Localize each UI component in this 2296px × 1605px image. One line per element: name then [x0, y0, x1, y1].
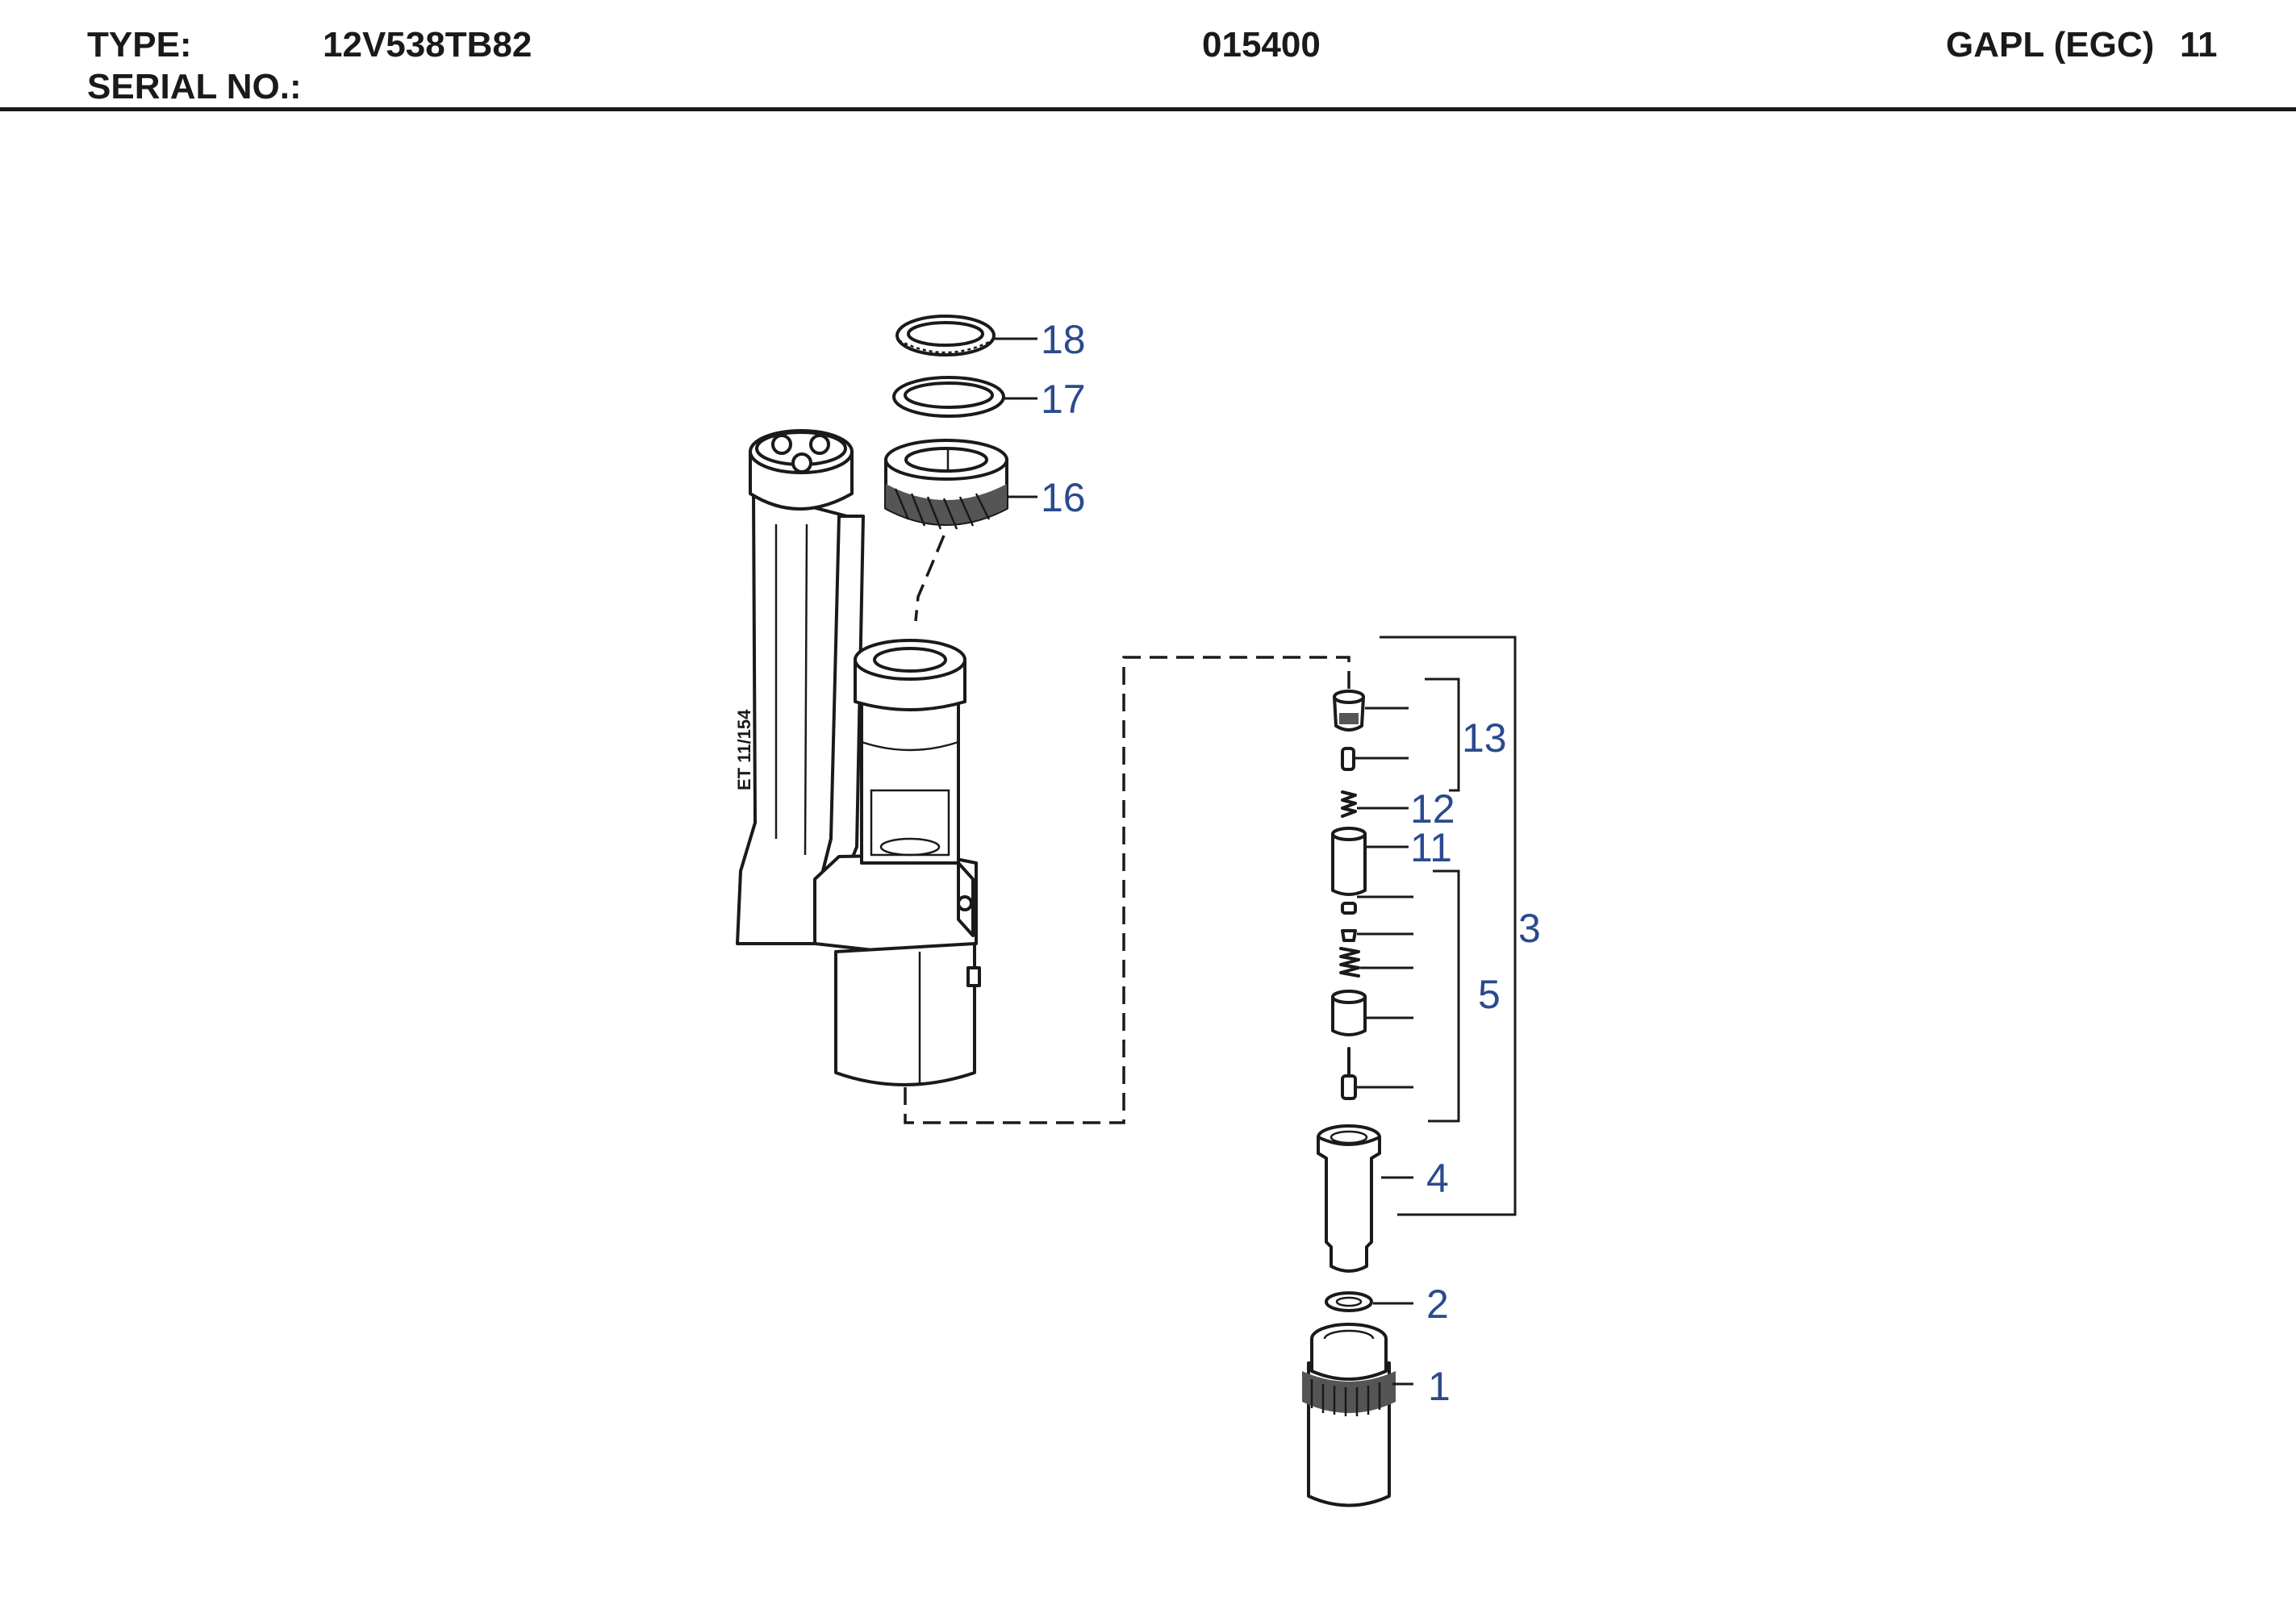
part-5-valve-assembly — [1331, 902, 1367, 1100]
part-1-toothed-sleeve — [1302, 1323, 1396, 1507]
callout-3: 3 — [1518, 906, 1541, 951]
part-11-sleeve — [1331, 827, 1367, 896]
callout-12: 12 — [1410, 786, 1455, 832]
assembly-path-dashed — [904, 656, 1350, 1124]
leader-lines — [994, 337, 1413, 1386]
part-13-valve-pin — [1341, 747, 1355, 771]
callout-2: 2 — [1426, 1282, 1449, 1327]
type-label: TYPE: — [87, 25, 192, 65]
group-name: GAPL (EGC) — [1946, 25, 2155, 65]
callout-5: 5 — [1478, 972, 1501, 1017]
part-2-washer — [1325, 1291, 1373, 1312]
callout-16: 16 — [1041, 475, 1086, 520]
reference-code: ET 11/154 — [734, 709, 754, 790]
callout-18: 18 — [1041, 317, 1086, 362]
callout-13: 13 — [1462, 715, 1507, 761]
type-value: 12V538TB82 — [323, 25, 532, 65]
serial-label: SERIAL NO.: — [87, 67, 302, 106]
part-16-helical-gear — [884, 439, 1008, 530]
part-4-pump-barrel — [1317, 1124, 1381, 1273]
document-code: 015400 — [1202, 25, 1321, 65]
part-17-ring — [892, 376, 1005, 418]
gear-path-dashed — [914, 535, 946, 622]
callout-4: 4 — [1426, 1156, 1449, 1201]
part-13-valve-cap — [1333, 690, 1365, 732]
callout-17: 17 — [1041, 377, 1086, 422]
page-number: 11 — [2180, 25, 2218, 65]
part-18-toothed-ring — [895, 315, 996, 356]
part-12-spring — [1341, 790, 1357, 818]
header-rule — [0, 107, 2296, 111]
pump-housing — [736, 429, 981, 1086]
group-brackets — [1380, 636, 1517, 1216]
callout-1: 1 — [1428, 1364, 1451, 1409]
callout-11: 11 — [1410, 825, 1452, 870]
